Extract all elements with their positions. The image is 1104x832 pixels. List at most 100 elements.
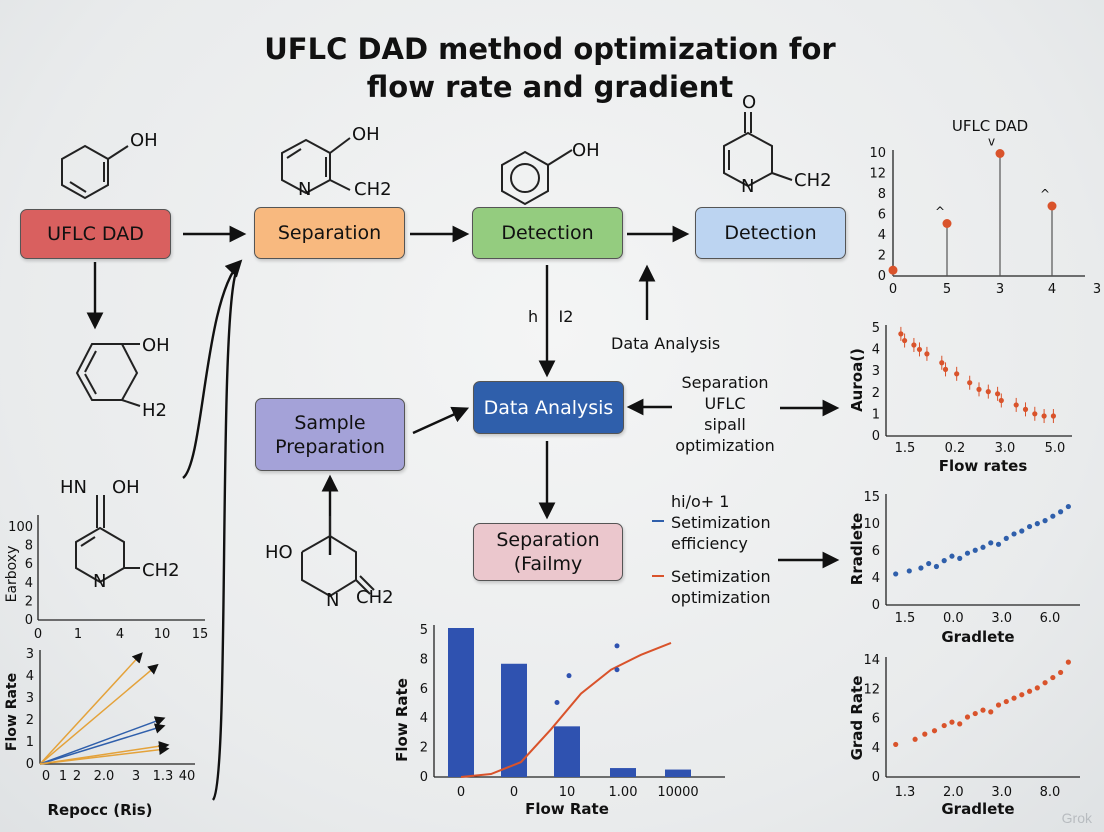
m6-ch2: CH2: [142, 560, 180, 581]
flowrates-point: [1041, 413, 1047, 419]
flowrates-point: [1013, 402, 1019, 408]
barflow-bar: [448, 628, 474, 777]
gradorange-point: [1050, 674, 1056, 681]
gradorange-x-label: Gradlete: [941, 800, 1014, 818]
flowrates-point: [995, 391, 1001, 397]
lines-series: [39, 744, 170, 765]
gradorange-point: [1011, 695, 1017, 701]
gradorange-point: [922, 731, 928, 737]
bl-y-tick-label: 4: [25, 576, 33, 591]
legend-item-efficiency: Setimization efficiency: [671, 512, 771, 554]
gradorange-y-tick-label: 14: [863, 653, 880, 668]
barflow-y-tick-label: 2: [420, 741, 428, 756]
gradblue-point: [995, 541, 1002, 547]
bl-y-tick-label: 100: [8, 520, 33, 535]
gradblue-point: [1011, 531, 1017, 537]
gradblue-point: [1058, 509, 1064, 515]
gradorange-point: [931, 728, 938, 734]
lines-series: [39, 652, 143, 765]
lines-series: [39, 716, 166, 765]
lines-x-tick-label: 1: [59, 769, 67, 784]
separation-failmy-label-1: Separation: [496, 529, 600, 551]
gradblue-point: [972, 547, 978, 553]
lines-series: [39, 663, 159, 765]
gradorange-point: [912, 736, 918, 742]
gradblue-point: [926, 560, 932, 567]
bl-x-tick-label: 10: [154, 627, 171, 642]
gradblue-point: [1019, 528, 1025, 534]
gradblue-x-tick-label: 0.0: [943, 611, 964, 626]
stem-point: [1047, 201, 1057, 211]
gradblue-point: [957, 555, 963, 561]
bl-x-tick-label: 15: [192, 627, 209, 642]
lines-y-tick-label: 0: [26, 757, 34, 772]
gradblue-point: [918, 565, 924, 571]
title-line-1: UFLC DAD method optimization for: [264, 32, 836, 66]
flowrates-point: [954, 371, 960, 377]
stem-point: [995, 149, 1005, 158]
m6-n: N: [93, 571, 106, 592]
bl-y-label: Earboxy: [4, 546, 20, 603]
flowrates-point: [967, 380, 973, 386]
flowrates-point: [1050, 413, 1056, 419]
detection-box-2: Detection: [695, 207, 846, 259]
m5-h2: H2: [142, 400, 167, 421]
title-line-2: flow rate and gradient: [366, 70, 734, 104]
barflow-bar: [610, 768, 636, 777]
flowrates-point: [916, 346, 923, 353]
arrow-sample-to-data-analysis: [412, 406, 470, 435]
lines-x-label: Repocc (Ris): [47, 801, 152, 819]
gradorange-point: [1034, 685, 1040, 691]
legend-item-optimization: Setimization optimization: [671, 566, 771, 608]
flowrates-y-tick-label: 2: [872, 386, 880, 401]
stem-y-tick-label: 4: [878, 228, 886, 243]
separation-failmy-label-2: (Failmy: [513, 553, 583, 575]
gradblue-point: [1050, 513, 1056, 519]
sample-preparation-label-1: Sample: [294, 411, 366, 434]
gradorange-x-tick-label: 8.0: [1040, 785, 1061, 800]
m7-ho: HO: [265, 542, 293, 563]
bl-y-tick-label: 8: [25, 539, 33, 554]
bl-y-tick-label: 2: [25, 594, 33, 609]
stem-x-tick-label: 4: [1048, 282, 1056, 297]
barflow-point: [614, 667, 620, 673]
lines-x-tick-label: 3: [132, 769, 140, 784]
barflow-bar: [665, 769, 691, 777]
flowrates-y-tick-label: 1: [872, 407, 880, 422]
stem-y-tick-label: 0: [878, 269, 886, 284]
stem-marker-label: ^: [1040, 187, 1050, 201]
m6-hn: HN: [60, 477, 87, 498]
sample-preparation-label-2: Preparation: [275, 435, 385, 458]
stem-chart-title: UFLC DAD: [952, 117, 1028, 135]
gradblue-x-tick-label: 6.0: [1040, 611, 1061, 626]
gradblue-point: [988, 540, 994, 546]
flowrates-y-label: Auroa(): [848, 348, 866, 412]
gradorange-point: [1065, 659, 1071, 665]
stem-marker-label: v: [988, 135, 995, 149]
flowrates-point: [985, 389, 991, 395]
lines-y-label: Flow Rate: [4, 673, 20, 751]
gradblue-point: [964, 550, 971, 556]
gradblue-x-tick-label: 1.5: [895, 611, 916, 626]
separation-box: Separation: [254, 207, 405, 259]
flowrates-point: [1022, 406, 1029, 412]
barflow-y-tick-label: 5: [420, 623, 428, 638]
bl-y-tick-label: 6: [25, 557, 33, 572]
arrow-curve-2: [211, 271, 238, 801]
gradblue-point: [893, 571, 899, 577]
flowrates-y-tick-label: 3: [872, 364, 880, 379]
legend-item-2-line-2: optimization: [671, 588, 771, 607]
stem-y-tick-label: 8: [878, 187, 886, 202]
flowrates-y-tick-label: 4: [872, 343, 880, 358]
gradblue-point: [980, 544, 986, 550]
lines-y-tick-label: 2: [26, 713, 34, 728]
stem-y-tick-label: 6: [878, 208, 886, 223]
gradorange-y-label: Grad Rate: [848, 676, 866, 761]
flowrates-point: [998, 397, 1004, 404]
gradorange-point: [964, 714, 971, 720]
lines-x-tick-label: 2: [73, 769, 81, 784]
right-note-line-3: sipall: [704, 415, 746, 434]
gradblue-point: [949, 553, 955, 559]
gradblue-y-tick-label: 10: [863, 517, 880, 532]
